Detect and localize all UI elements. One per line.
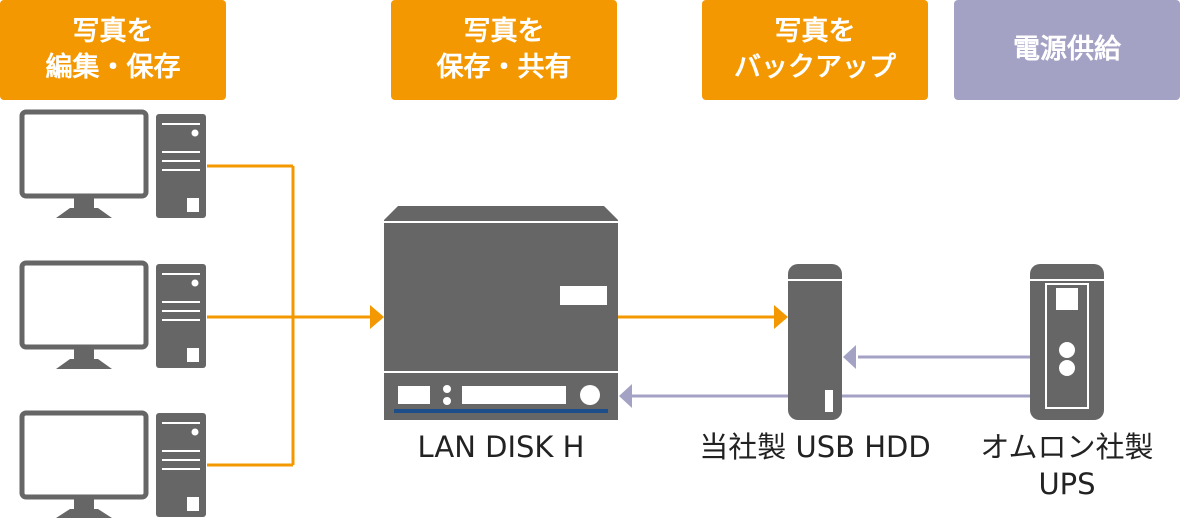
header-edit-save: 写真を 編集・保存	[0, 0, 226, 100]
pc-to-nas-lines	[207, 164, 370, 467]
header-backup-line1: 写真を	[774, 16, 856, 47]
ups-caption-line2: UPS	[1038, 467, 1096, 501]
pc-tower-icon	[156, 413, 206, 517]
pc-monitor-icon	[19, 260, 149, 369]
header-backup-line2: バックアップ	[734, 52, 896, 83]
nas-caption: LAN DISK H	[417, 430, 585, 464]
ups-caption-line1: オムロン社製	[980, 430, 1154, 464]
ups-icon	[1030, 264, 1104, 420]
pc-monitor-icon	[19, 410, 149, 518]
hdd-caption: 当社製 USB HDD	[699, 430, 931, 464]
arrow-power-to-nas	[619, 384, 632, 408]
header-power-supply-line1: 電源供給	[1013, 34, 1121, 65]
usb-hdd-icon	[788, 264, 842, 420]
arrow-to-hdd	[774, 305, 788, 329]
pc-tower-icon	[156, 114, 206, 218]
arrow-power-to-hdd	[843, 345, 856, 369]
nas-icon	[384, 206, 618, 420]
header-power-supply: 電源供給	[954, 0, 1180, 100]
header-save-share: 写真を 保存・共有	[391, 0, 617, 100]
pc-1	[19, 109, 206, 218]
arrow-to-nas	[370, 305, 384, 329]
pc-2	[19, 260, 206, 369]
header-edit-save-line2: 編集・保存	[45, 52, 181, 83]
pc-3	[19, 410, 206, 518]
header-edit-save-line1: 写真を	[72, 16, 154, 47]
header-backup: 写真を バックアップ	[702, 0, 928, 100]
header-save-share-line2: 保存・共有	[436, 52, 572, 83]
pc-monitor-icon	[19, 109, 149, 218]
header-save-share-line1: 写真を	[463, 16, 545, 47]
pc-tower-icon	[156, 264, 206, 368]
